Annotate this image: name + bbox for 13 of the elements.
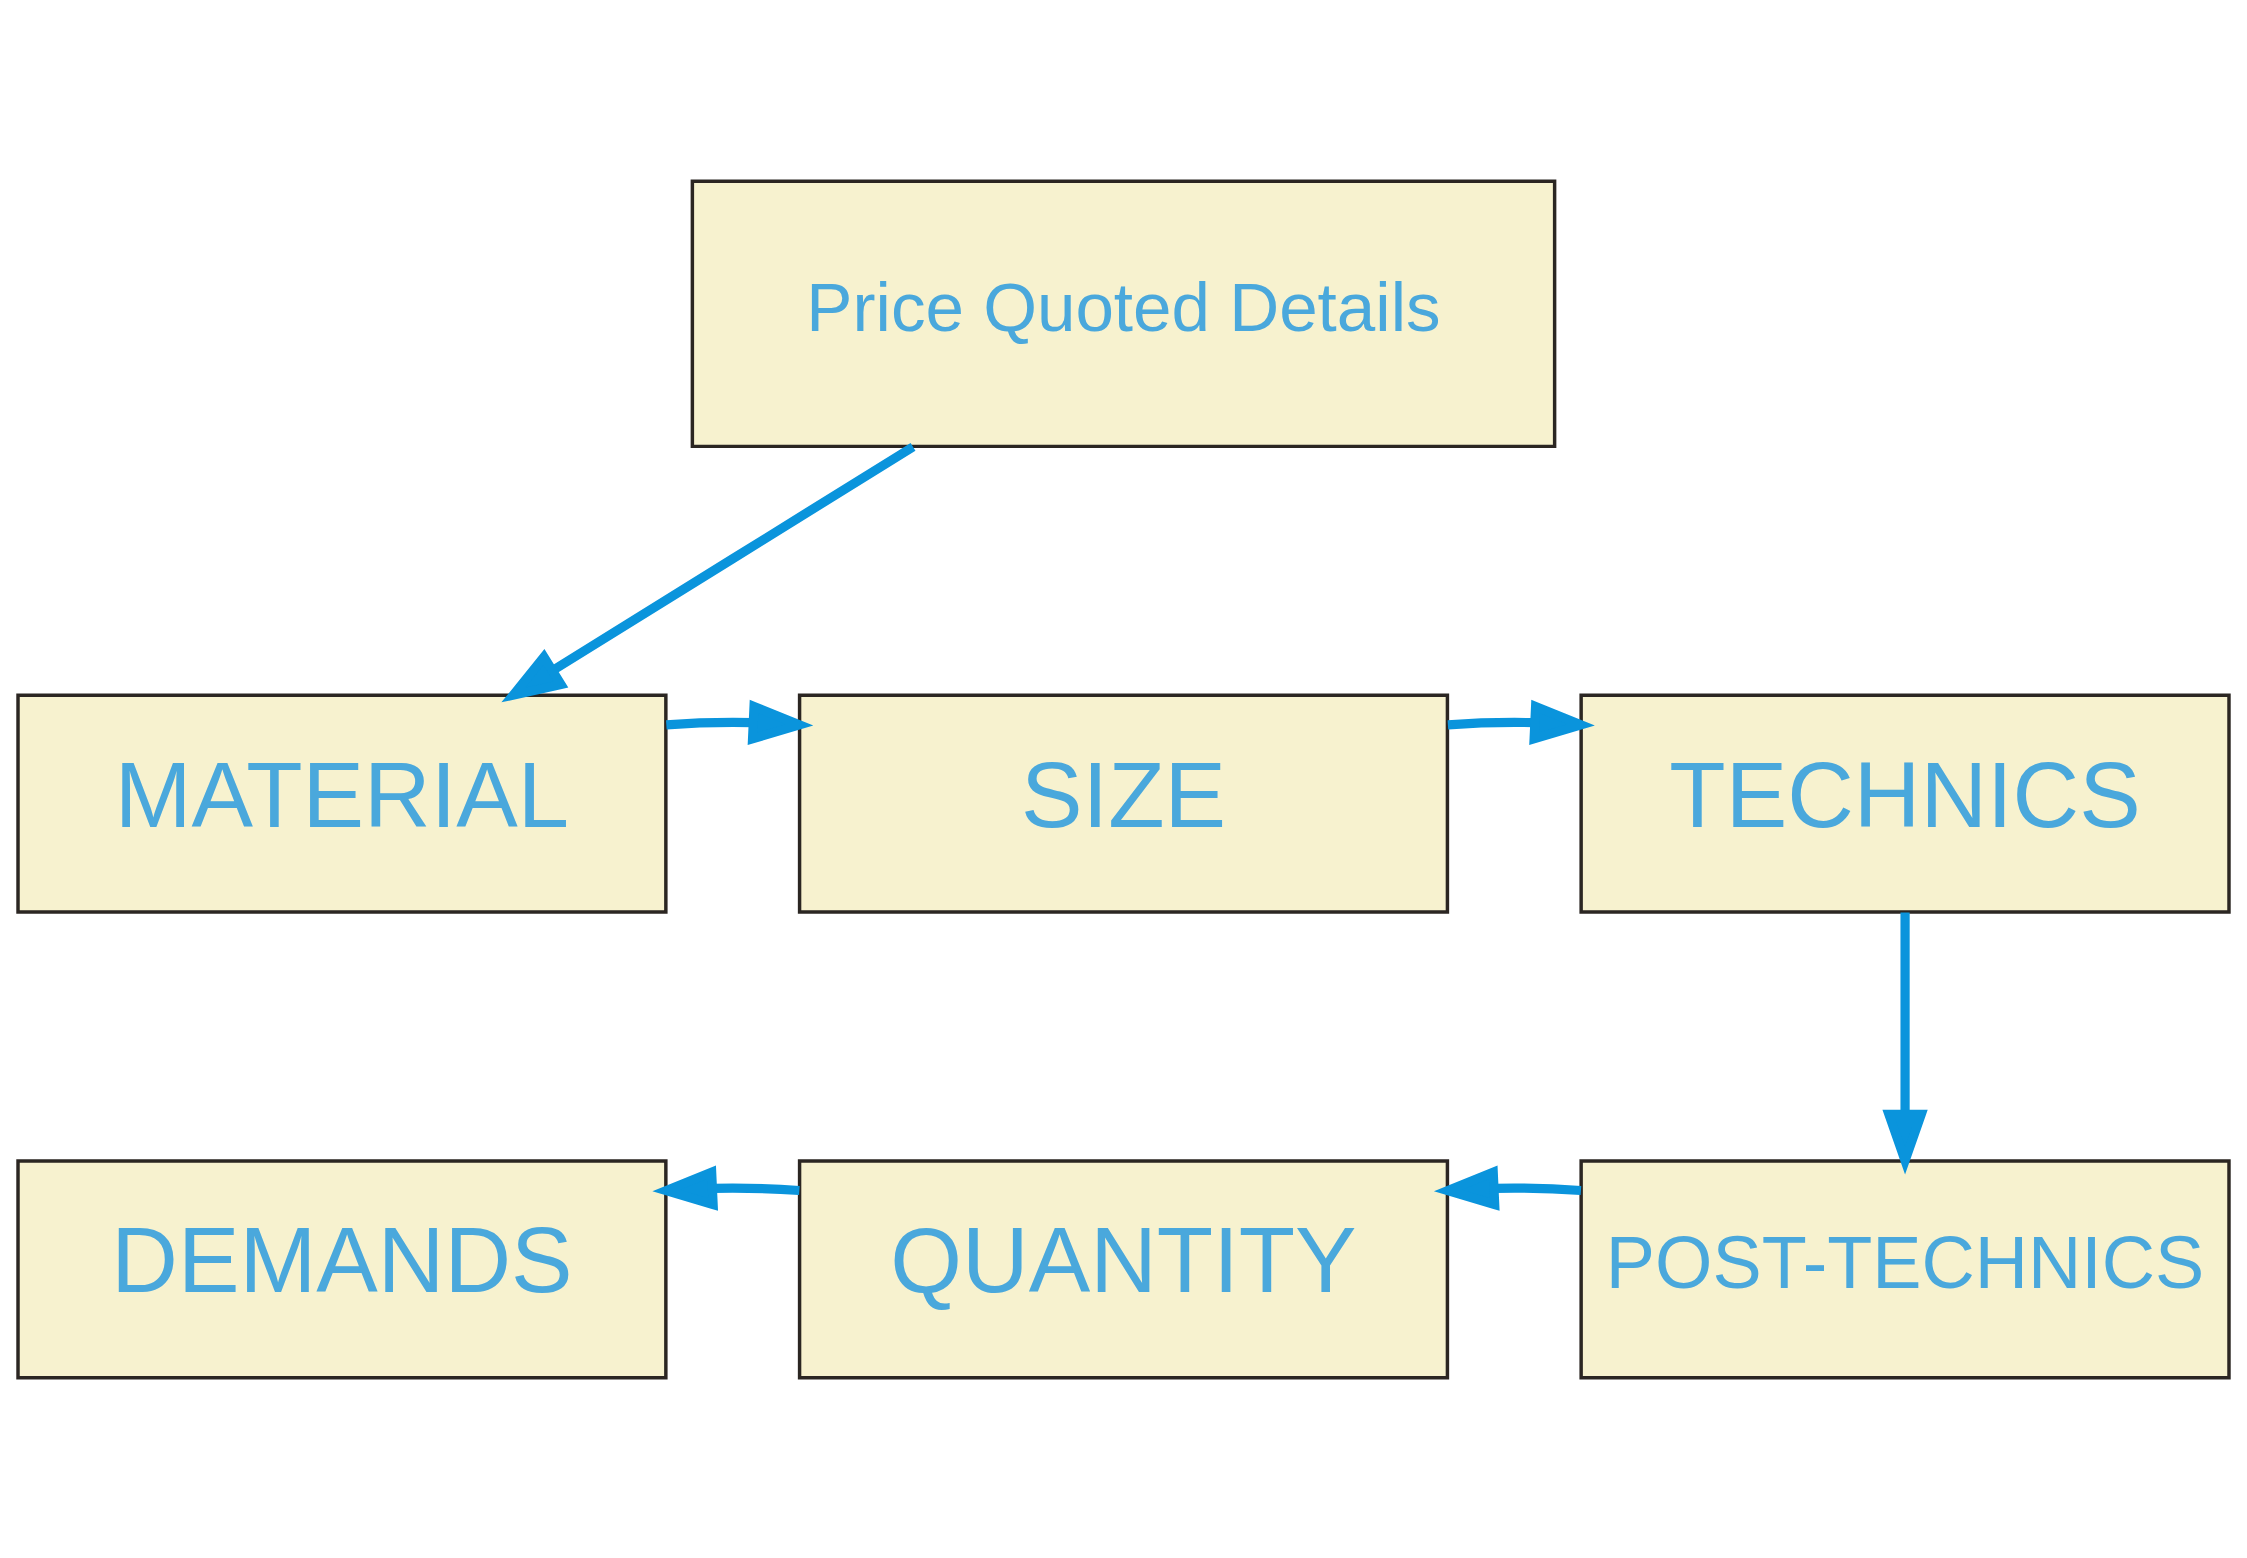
arrow <box>1433 1165 1582 1211</box>
arrow <box>1447 699 1595 745</box>
node-box: SIZE <box>797 693 1450 914</box>
arrow <box>1882 911 1928 1174</box>
node-box: POST-TECHNICS <box>1579 1158 2231 1379</box>
arrow <box>666 699 814 745</box>
node-box: QUANTITY <box>797 1158 1450 1379</box>
arrow <box>652 1165 800 1211</box>
node-box: TECHNICS <box>1579 693 2231 914</box>
node-box: DEMANDS <box>16 1158 668 1379</box>
arrow <box>501 442 916 702</box>
node-box: MATERIAL <box>16 693 668 914</box>
node-box: Price Quoted Details <box>690 179 1557 448</box>
